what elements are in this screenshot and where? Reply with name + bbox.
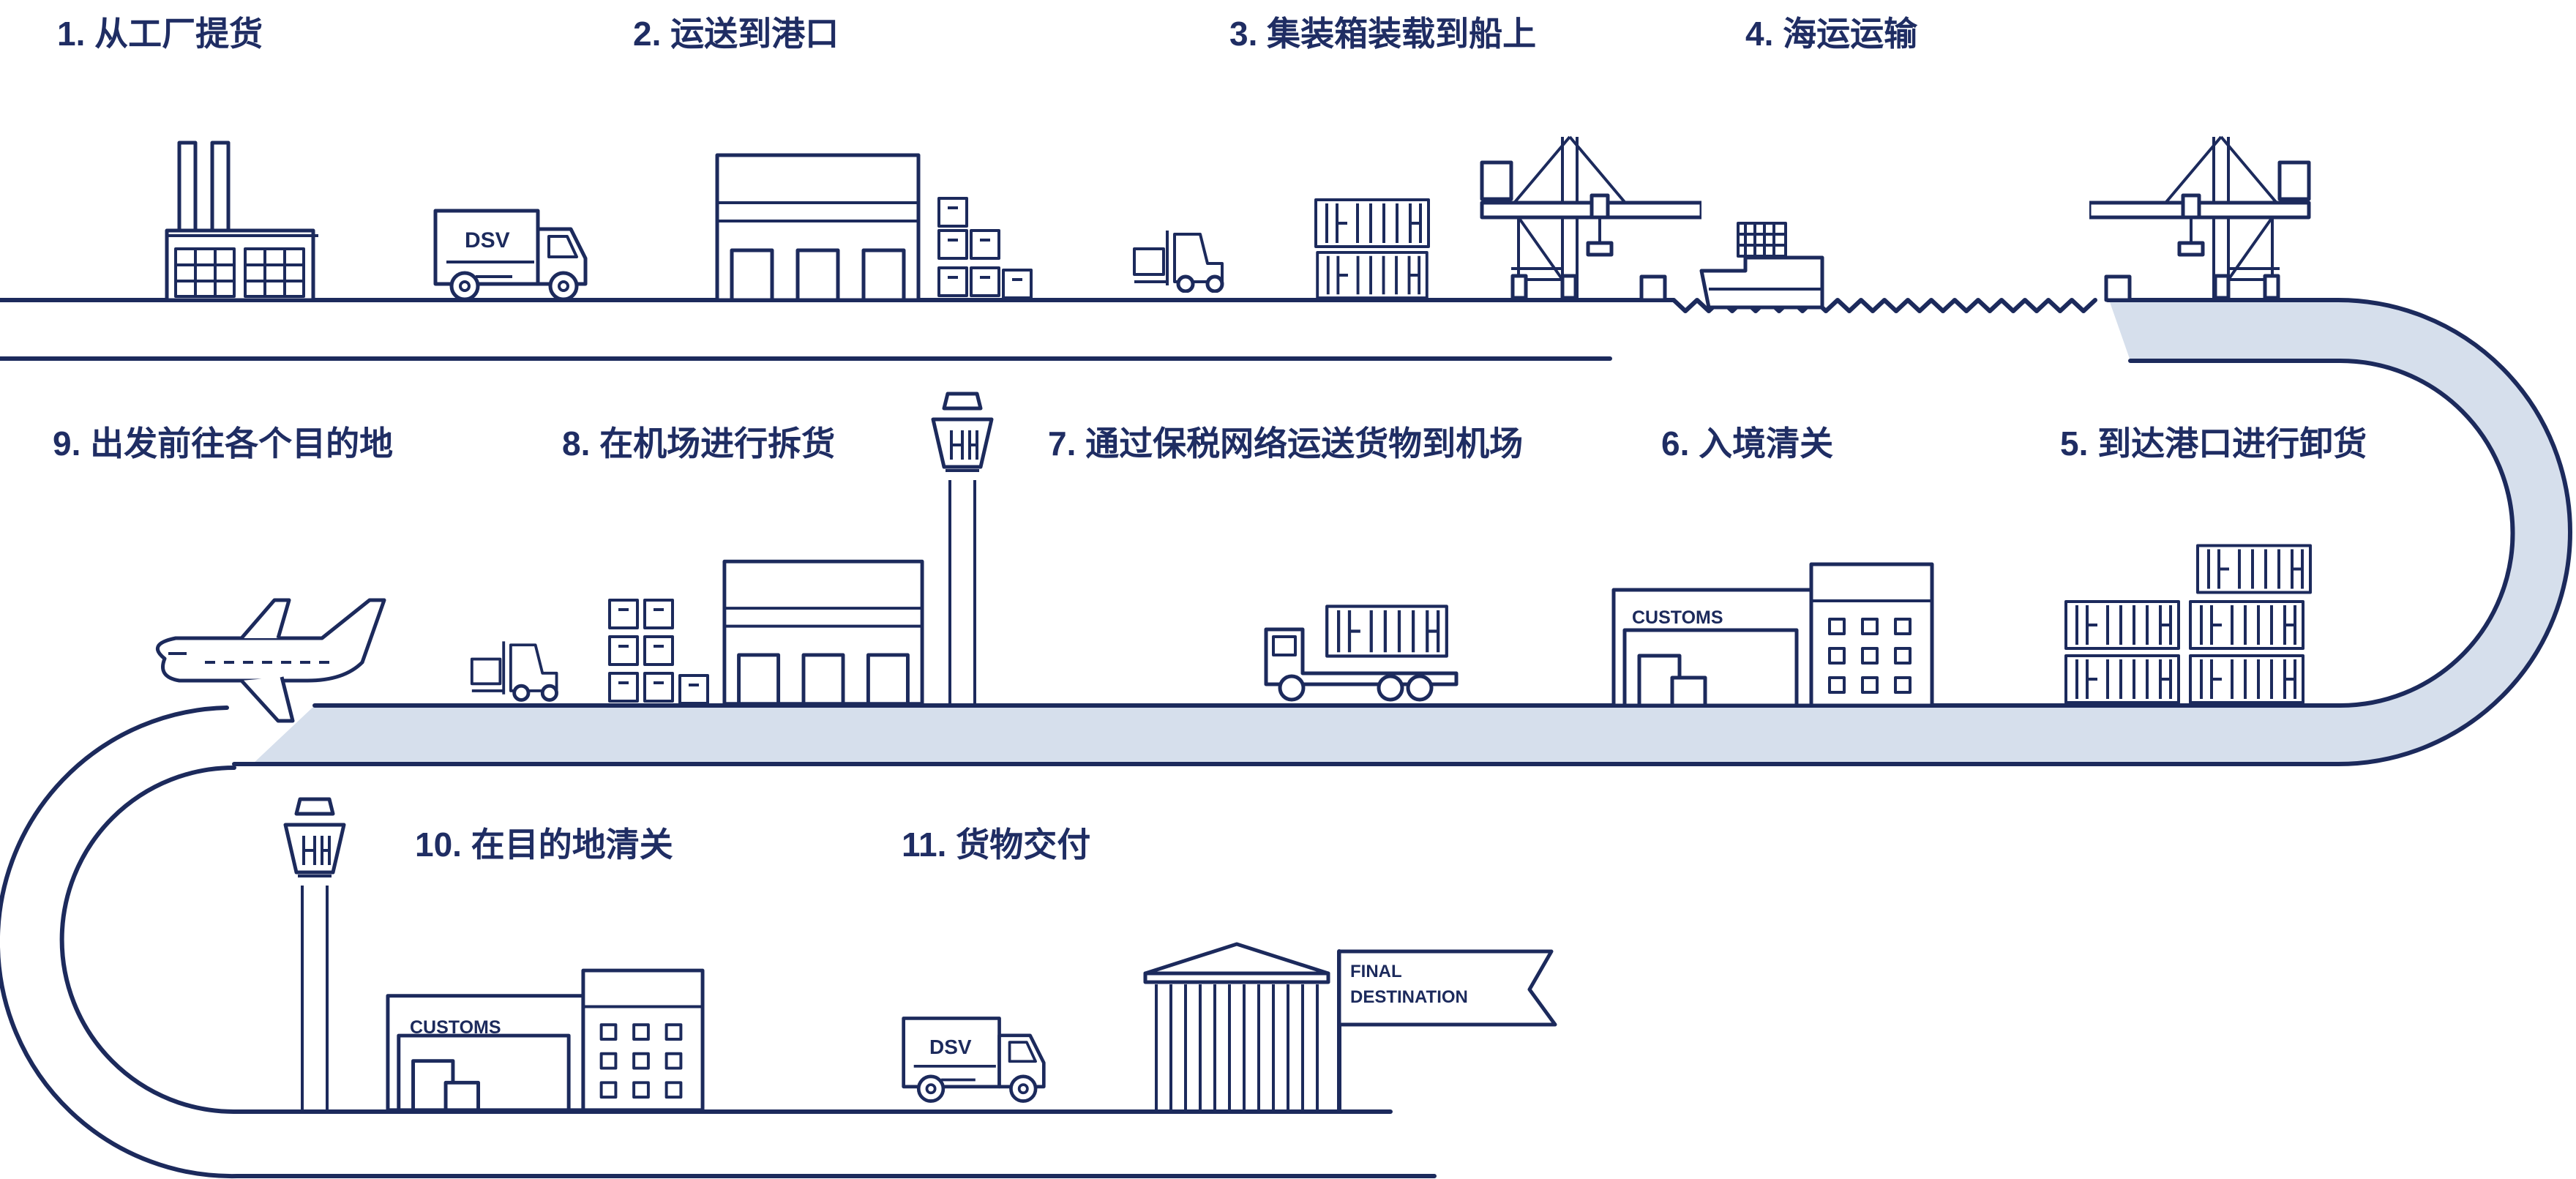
final-sign-line2: DESTINATION bbox=[1350, 987, 1468, 1007]
factory-icon bbox=[165, 141, 318, 302]
customs-building-icon: CUSTOMS bbox=[1614, 564, 1932, 705]
final-destination-icon: FINAL DESTINATION bbox=[1143, 942, 1557, 1114]
step-label-8: 8. 在机场进行拆货 bbox=[562, 424, 835, 463]
ship-icon bbox=[1699, 222, 1824, 310]
containers-icon bbox=[2066, 546, 2310, 703]
right-inner-arc bbox=[312, 359, 2515, 708]
customs-building-icon: CUSTOMS bbox=[388, 970, 703, 1110]
step-label-3: 3. 集装箱装载到船上 bbox=[1229, 15, 1536, 53]
final-sign-line1: FINAL bbox=[1350, 962, 1402, 981]
warehouse-icon bbox=[724, 561, 922, 704]
left-inner-arc bbox=[59, 765, 1393, 1114]
step-label-6: 6. 入境清关 bbox=[1661, 424, 1833, 463]
step-label-5: 5. 到达港口进行卸货 bbox=[2060, 424, 2367, 463]
truck-brand-text: DSV bbox=[929, 1036, 972, 1058]
airplane-icon bbox=[155, 598, 386, 723]
step-label-9: 9. 出发前往各个目的地 bbox=[53, 424, 393, 463]
container-stack-icon bbox=[1314, 198, 1430, 300]
control-tower-icon bbox=[285, 799, 344, 1112]
left-outer-arc bbox=[0, 705, 1437, 1179]
bollard-icon bbox=[2104, 274, 2132, 302]
customs-sign: CUSTOMS bbox=[1632, 607, 1723, 628]
warehouse-icon bbox=[717, 155, 918, 300]
step-label-7: 7. 通过保税网络运送货物到机场 bbox=[1048, 424, 1523, 463]
truck-brand-text: DSV bbox=[465, 228, 510, 252]
step-label-1: 1. 从工厂提货 bbox=[57, 15, 263, 53]
forklift-icon bbox=[472, 641, 557, 700]
top-road-right-line bbox=[232, 298, 2572, 766]
step-label-11: 11. 货物交付 bbox=[902, 826, 1090, 864]
control-tower-icon bbox=[933, 394, 992, 707]
bollard-icon bbox=[1639, 274, 1667, 302]
dsv-truck-icon: DSV bbox=[435, 211, 585, 299]
crane-icon bbox=[2089, 137, 2309, 298]
forklift-icon bbox=[1134, 231, 1222, 291]
road-band bbox=[252, 300, 2570, 764]
container-truck-icon bbox=[1264, 607, 1459, 702]
customs-sign: CUSTOMS bbox=[410, 1017, 501, 1038]
crane-icon bbox=[1482, 137, 1701, 298]
delivery-truck-icon: DSV bbox=[904, 1018, 1044, 1101]
cargo-boxes-icon bbox=[610, 600, 709, 705]
cargo-boxes-icon bbox=[939, 197, 1033, 299]
step-label-4: 4. 海运运输 bbox=[1745, 15, 1918, 53]
step-label-10: 10. 在目的地清关 bbox=[415, 826, 673, 864]
step-label-2: 2. 运送到港口 bbox=[633, 15, 839, 53]
